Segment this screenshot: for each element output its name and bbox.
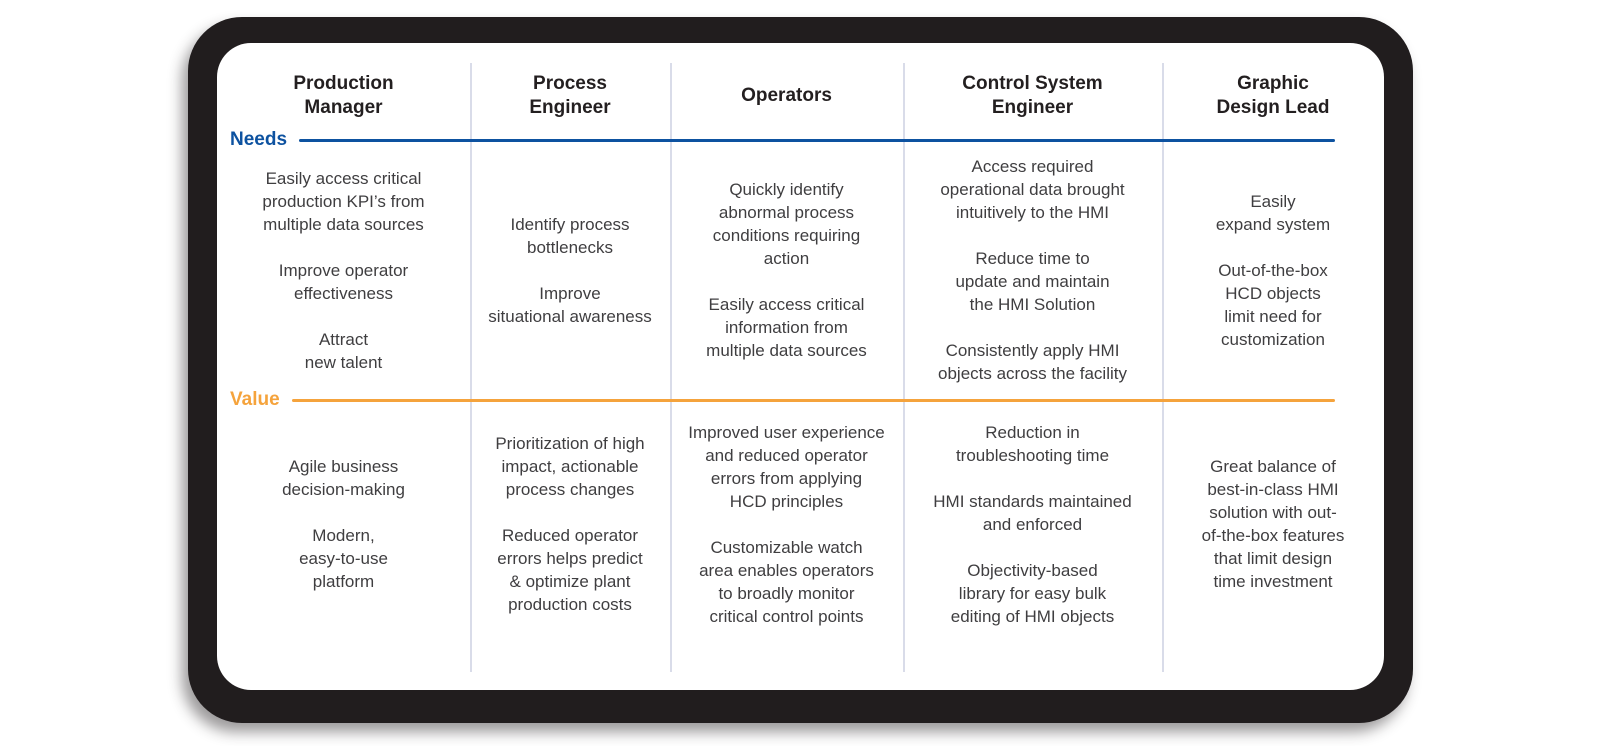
needs-item: Improve situational awareness: [488, 283, 652, 326]
value-cell: Improved user experience and reduced ope…: [670, 402, 903, 646]
value-item: Reduction in troubleshooting time: [955, 422, 1110, 465]
value-divider-line: [291, 398, 1335, 402]
value-item: HMI standards maintained and enforced: [933, 491, 1132, 534]
needs-item: Improve operator effectiveness: [278, 260, 409, 303]
column-divider: [1162, 63, 1164, 672]
column-divider: [670, 63, 672, 672]
persona-title: Graphic Design Lead: [1216, 73, 1330, 118]
outer-frame: Production Manager Process Engineer Operat…: [188, 17, 1413, 723]
value-item: Great balance of best-in-class HMI solut…: [1201, 457, 1345, 591]
value-label: Value: [230, 389, 280, 410]
persona-title: Control System Engineer: [962, 73, 1103, 118]
persona-column: Operators: [670, 51, 903, 141]
needs-item: Consistently apply HMI objects across th…: [938, 341, 1127, 383]
column-divider: [470, 63, 472, 672]
value-item: Customizable watch area enables operator…: [699, 537, 874, 626]
needs-label: Needs: [230, 129, 288, 150]
value-item: Reduced operator errors helps predict & …: [497, 526, 643, 614]
persona-needs-value-table: Production Manager Process Engineer Operat…: [217, 43, 1384, 690]
persona-column: Control System Engineer: [903, 51, 1162, 141]
column-divider: [903, 63, 905, 672]
needs-item: Easily expand system: [1215, 191, 1331, 234]
needs-item: Easily access critical information from …: [706, 295, 867, 360]
persona-title: Production Manager: [293, 73, 394, 118]
value-item: Agile business decision-making: [282, 457, 405, 499]
needs-item: Identify process bottlenecks: [510, 214, 630, 257]
needs-cell: Quickly identify abnormal process condit…: [670, 143, 903, 397]
needs-item: Quickly identify abnormal process condit…: [712, 180, 861, 268]
needs-cell: Access required operational data brought…: [903, 143, 1162, 397]
value-cell: Prioritization of high impact, actionabl…: [470, 402, 670, 646]
needs-divider-line: [299, 138, 1335, 142]
persona-column: Production Manager: [217, 51, 470, 141]
value-item: Improved user experience and reduced ope…: [688, 422, 885, 511]
needs-item: Attract new talent: [304, 329, 383, 372]
needs-item: Out-of-the-box HCD objects limit need fo…: [1218, 260, 1328, 349]
needs-item: Easily access critical production KPI’s …: [262, 168, 425, 234]
persona-title: Operators: [741, 85, 832, 106]
value-section-rule: Value: [230, 386, 1335, 414]
persona-column: Process Engineer: [470, 51, 670, 141]
value-item: Objectivity-based library for easy bulk …: [950, 560, 1115, 626]
value-cell: Great balance of best-in-class HMI solut…: [1162, 402, 1384, 646]
needs-item: Reduce time to update and maintain the H…: [955, 249, 1110, 314]
persona-title: Process Engineer: [529, 73, 611, 118]
needs-row: Easily access critical production KPI’s …: [217, 143, 1384, 397]
value-item: Prioritization of high impact, actionabl…: [495, 434, 645, 499]
needs-section-rule: Needs: [230, 126, 1335, 154]
value-item: Modern, easy-to-use platform: [299, 526, 388, 591]
needs-item: Access required operational data brought…: [940, 157, 1125, 222]
persona-column: Graphic Design Lead: [1162, 51, 1384, 141]
needs-cell: Easily access critical production KPI’s …: [217, 143, 470, 397]
persona-header-row: Production Manager Process Engineer Operat…: [217, 51, 1384, 141]
